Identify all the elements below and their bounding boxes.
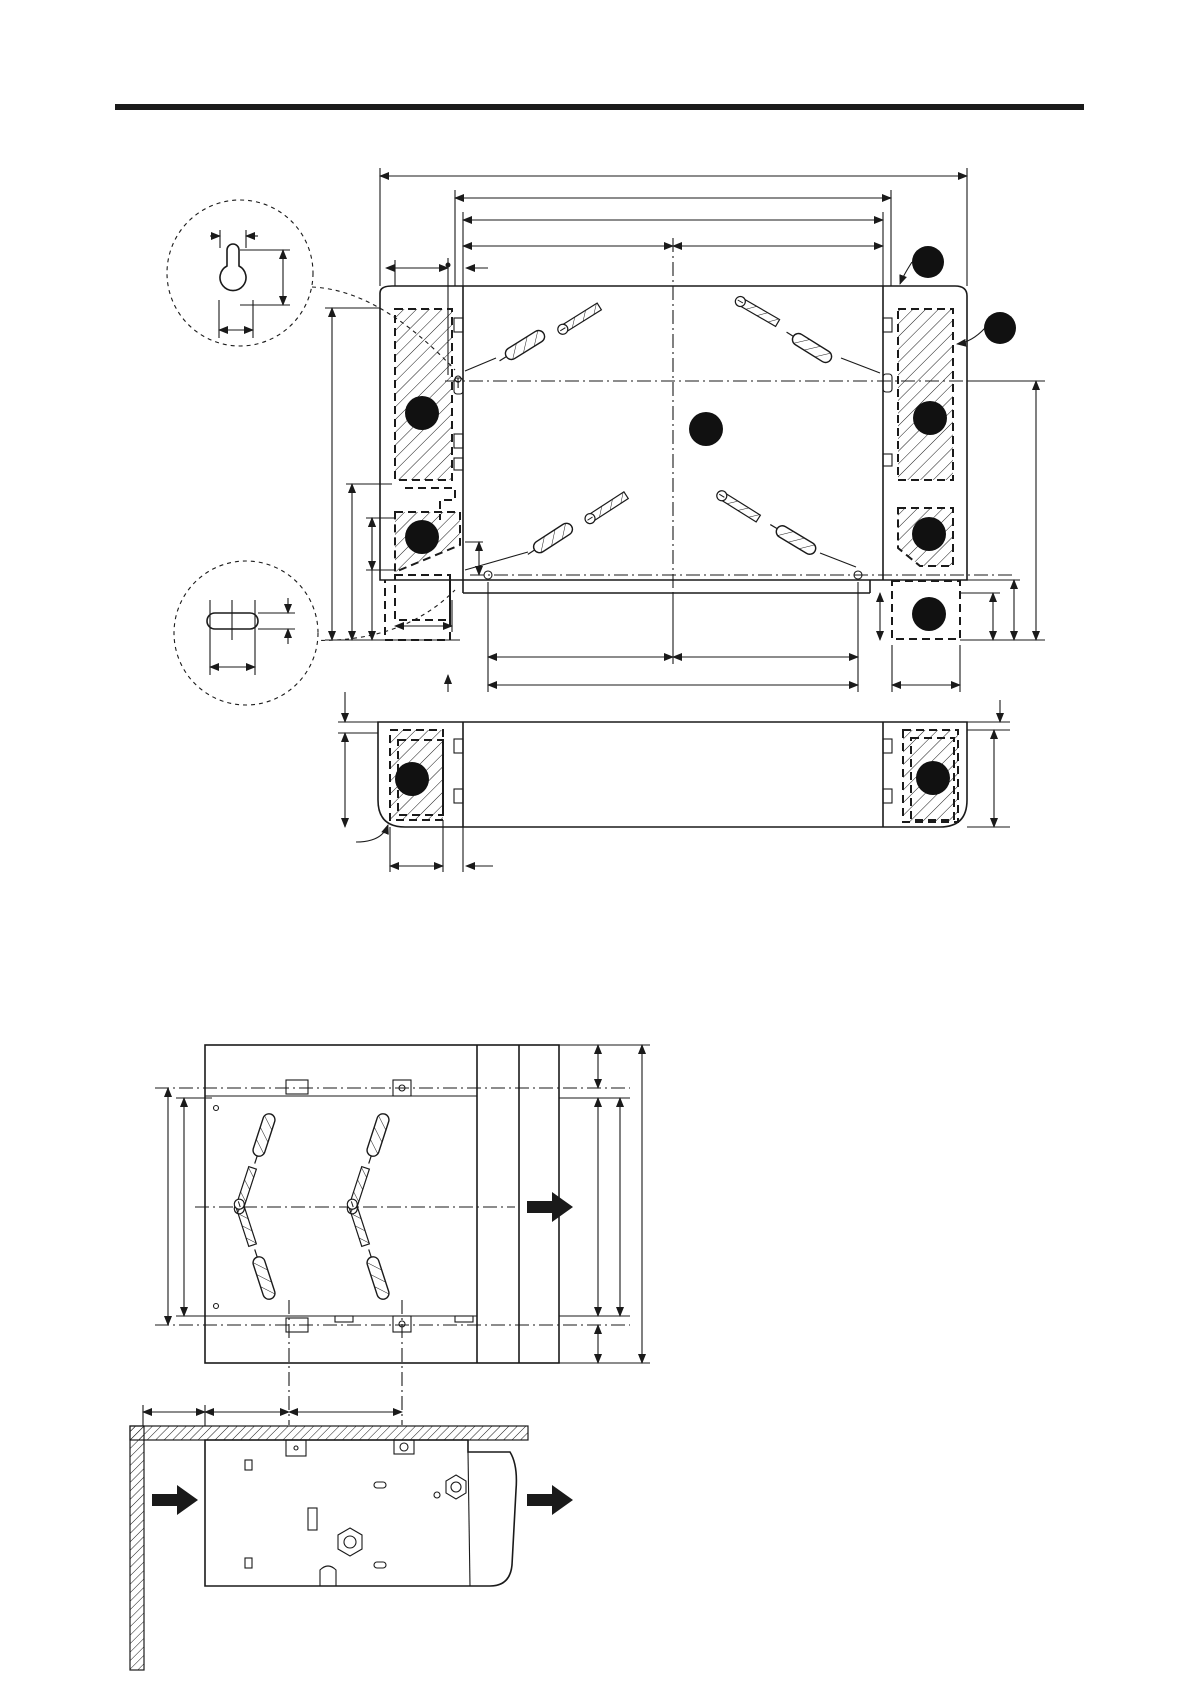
airflow-out-arrow-upper bbox=[527, 1192, 573, 1222]
marker-top-right-edge bbox=[912, 246, 944, 278]
keyhole-slot-detail bbox=[167, 200, 313, 346]
marker-side-right bbox=[916, 761, 950, 795]
side-elevation bbox=[338, 692, 1010, 872]
hatched-zone-right-upper bbox=[898, 309, 953, 480]
oblong-slot-detail bbox=[174, 561, 318, 705]
marker-top-right-outer bbox=[984, 312, 1016, 344]
top-figure-plan-view bbox=[167, 168, 1045, 872]
marker-left-upper bbox=[405, 396, 439, 430]
marker-right-lower bbox=[912, 517, 946, 551]
hatched-zone-left-upper bbox=[395, 309, 452, 480]
marker-side-left bbox=[395, 762, 429, 796]
marker-right-upper bbox=[913, 401, 947, 435]
marker-right-bottom bbox=[912, 597, 946, 631]
bottom-figure-plan-view bbox=[155, 1045, 650, 1425]
marker-left-lower bbox=[405, 520, 439, 554]
airflow-in-arrow bbox=[152, 1485, 198, 1515]
bottom-figure-side-view bbox=[130, 1405, 573, 1670]
marker-center bbox=[689, 412, 723, 446]
header-rule bbox=[115, 104, 1084, 110]
airflow-out-arrow-lower bbox=[527, 1485, 573, 1515]
